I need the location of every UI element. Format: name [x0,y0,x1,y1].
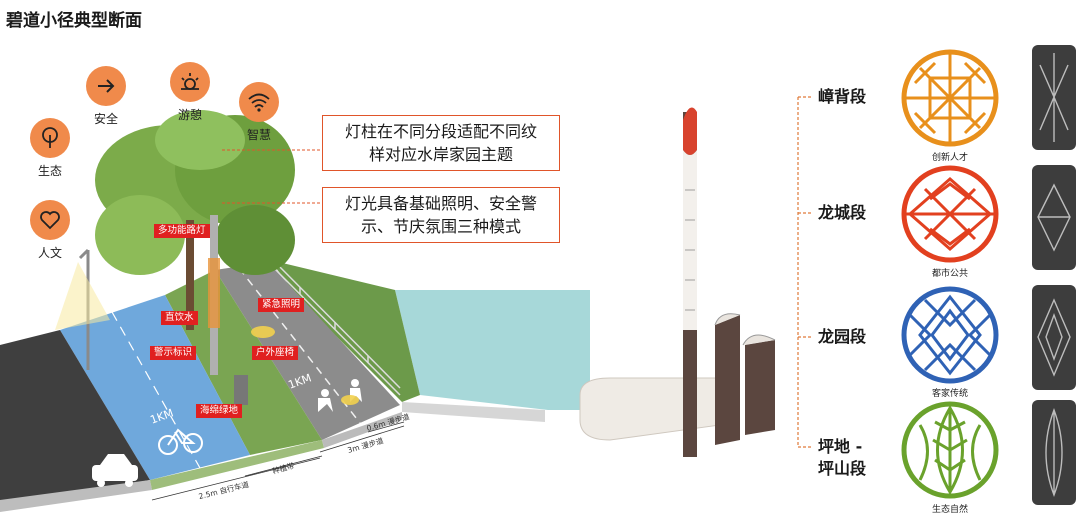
signage-kiosk [234,375,248,405]
tree-canopy [95,110,295,275]
callout-lighting: 灯光具备基础照明、安全警 示、节庆氛围三种模式 [322,187,560,243]
tag-outdoor-seat: 户外座椅 [252,346,299,360]
wifi-icon [248,93,270,112]
smart-label: 智慧 [246,128,271,142]
planting-strip [165,270,322,455]
safety-badge [86,66,126,106]
car-icon [92,454,138,487]
tag-sponge-green: 海绵绿地 [196,404,243,418]
medallion-caption-1: 都市公共 [931,269,968,279]
segment-label-3: 坪地 - 坪山段 [818,437,867,478]
embankment-edge [402,402,545,422]
segment-label-2: 龙园段 [818,327,867,346]
medallion-caption-2: 客家传统 [931,389,968,399]
tag-drinking-water: 直饮水 [161,311,198,325]
heart-icon [40,211,60,230]
recreation-label: 游憩 [177,108,202,122]
ecology-label: 生态 [37,164,62,178]
segment-label-1: 龙城段 [818,203,867,222]
water [395,290,590,410]
arrow-right-icon [98,79,115,93]
tag-warning-sign: 警示标识 [150,346,197,360]
segment-label-0: 嶂背段 [818,87,867,106]
swatch-2 [1032,285,1076,390]
culture-badge [30,200,70,240]
tag-multifunction-lamp: 多功能路灯 [154,224,210,238]
ecology-badge [30,118,70,158]
recreation-badge [170,62,210,102]
medallion-hakka [901,286,999,384]
bicycle-icon [158,428,203,455]
page-title: 碧道小径典型断面 [6,11,142,31]
tree-trunk [186,220,194,330]
tree-icon [42,127,58,148]
pole-pattern-swatches [1032,45,1076,505]
smart-badge [239,82,279,122]
street-light [55,248,110,370]
runner-icon [318,389,333,412]
segment-bracket [797,96,812,448]
medallion-urban [901,165,999,263]
medallion-caption-0: 创新人才 [931,153,968,163]
safety-label: 安全 [93,112,118,126]
lamp-post-render [579,107,776,457]
sun-icon [181,73,199,90]
callout-pattern: 灯柱在不同分段适配不同纹 样对应水岸家园主题 [322,115,560,171]
culture-label: 人文 [37,246,62,260]
medallion-innovation [901,49,999,147]
cross-section-scene [0,110,590,512]
tag-emergency-light: 紧急照明 [258,298,305,312]
medallion-ecology [901,401,999,499]
medallion-caption-3: 生态自然 [931,505,968,515]
